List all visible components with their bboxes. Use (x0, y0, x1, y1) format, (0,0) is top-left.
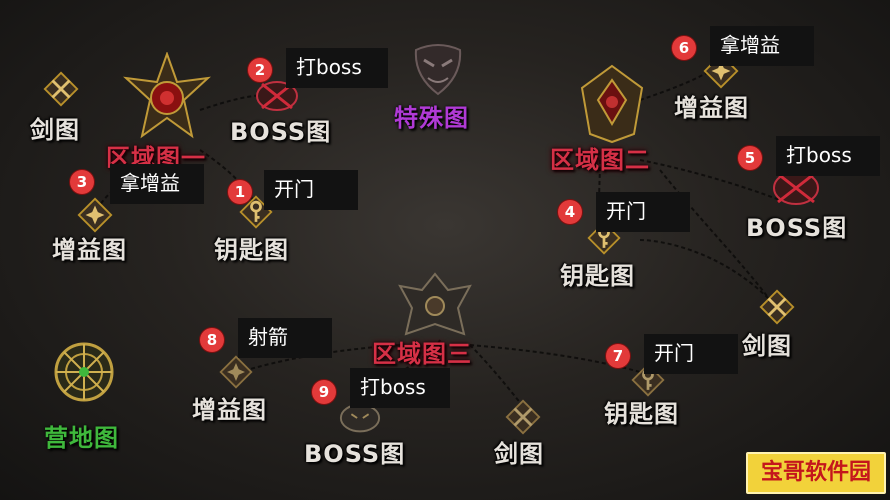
zone1-crest-icon[interactable] (122, 52, 212, 140)
step-badge: 1 (228, 180, 252, 204)
step-tooltip: 拿增益 (110, 164, 204, 204)
key-map-label: 钥匙图 (604, 400, 679, 428)
crossed-swords-icon[interactable] (758, 288, 796, 326)
step-tooltip: 射箭 (238, 318, 332, 358)
zone2-crest-icon[interactable] (578, 64, 646, 144)
key-icon[interactable] (238, 194, 274, 230)
crossed-swords-icon[interactable] (504, 398, 542, 436)
boss-map-label: BOSS图 (746, 214, 848, 242)
buff-map-label: 增益图 (674, 94, 749, 122)
zone3-crest-icon[interactable] (398, 272, 472, 338)
key-map-label: 钥匙图 (214, 236, 289, 264)
step-badge: 3 (70, 170, 94, 194)
step-badge: 7 (606, 344, 630, 368)
zone2-label: 区域图二 (550, 146, 650, 174)
camp-map-label: 营地图 (44, 424, 119, 452)
buff-map-label: 增益图 (52, 236, 127, 264)
step-badge: 9 (312, 380, 336, 404)
boss-map-label: BOSS图 (304, 440, 406, 468)
boss-map-label: BOSS图 (230, 118, 332, 146)
site-watermark: 宝哥软件园 (746, 452, 886, 494)
step-tooltip: 开门 (264, 170, 358, 210)
buff-diamond-icon[interactable] (218, 354, 254, 390)
step-tooltip: 开门 (644, 334, 738, 374)
step-badge: 8 (200, 328, 224, 352)
zone3-label: 区域图三 (372, 340, 472, 368)
step-tooltip: 打boss (286, 48, 388, 88)
step-tooltip: 打boss (350, 368, 450, 408)
step-tooltip: 拿增益 (710, 26, 814, 66)
step-tooltip: 开门 (596, 192, 690, 232)
crossed-swords-icon[interactable] (42, 70, 80, 108)
buff-diamond-icon[interactable] (76, 196, 114, 234)
sword-map-label: 剑图 (30, 116, 80, 144)
step-badge: 4 (558, 200, 582, 224)
sword-map-label: 剑图 (742, 332, 792, 360)
step-badge: 5 (738, 146, 762, 170)
step-badge: 2 (248, 58, 272, 82)
boss-crossed-icon[interactable] (254, 78, 300, 114)
special-mask-icon[interactable] (410, 42, 466, 96)
step-tooltip: 打boss (776, 136, 880, 176)
key-map-label: 钥匙图 (560, 262, 635, 290)
step-badge: 6 (672, 36, 696, 60)
sword-map-label: 剑图 (494, 440, 544, 468)
camp-compass-icon[interactable] (52, 340, 116, 404)
special-map-label: 特殊图 (394, 104, 469, 132)
buff-map-label: 增益图 (192, 396, 267, 424)
